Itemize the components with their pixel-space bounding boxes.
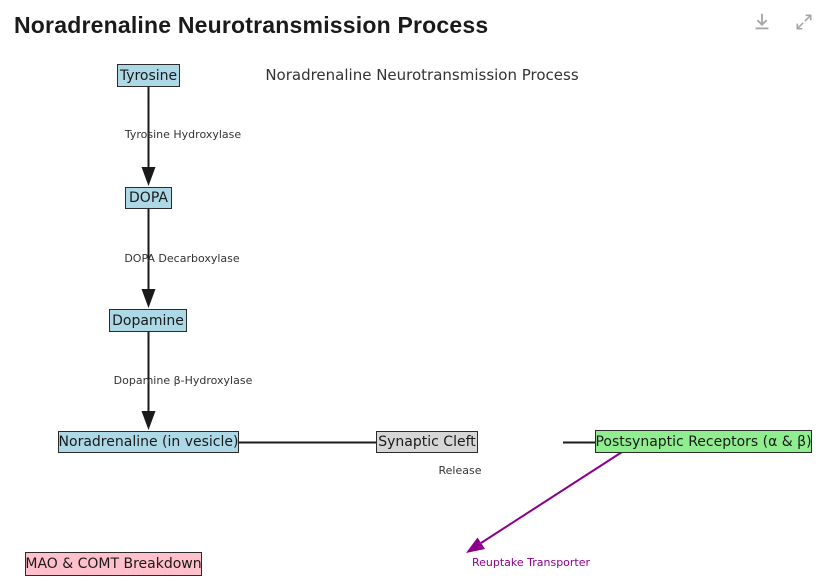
edge-dopa-dopamine (141, 209, 156, 308)
edge-label-dopamine-beta-hydroxylase: Dopamine β-Hydroxylase (113, 374, 253, 387)
edge-dopamine-noradrenaline (141, 332, 156, 430)
header: Noradrenaline Neurotransmission Process (0, 0, 830, 52)
edge-reuptake (466, 451, 623, 553)
toolbar (748, 10, 818, 38)
edge-label-reuptake-transporter: Reuptake Transporter (471, 556, 591, 569)
download-button[interactable] (748, 10, 776, 38)
page-title: Noradrenaline Neurotransmission Process (14, 12, 489, 38)
edge-label-dopa-decarboxylase: DOPA Decarboxylase (124, 252, 240, 265)
diagram-title: Noradrenaline Neurotransmission Process (265, 66, 579, 84)
expand-button[interactable] (790, 10, 818, 38)
edge-label-tyrosine-hydroxylase: Tyrosine Hydroxylase (124, 128, 242, 141)
node-tyrosine[interactable]: Tyrosine (117, 64, 180, 87)
node-dopamine[interactable]: Dopamine (109, 309, 187, 332)
edge-label-release: Release (438, 464, 482, 477)
node-dopa[interactable]: DOPA (125, 187, 172, 209)
node-synaptic-cleft[interactable]: Synaptic Cleft (376, 431, 478, 453)
expand-icon (794, 12, 814, 36)
node-postsynaptic-receptors[interactable]: Postsynaptic Receptors (α & β) (595, 430, 812, 453)
node-noradrenaline[interactable]: Noradrenaline (in vesicle) (58, 431, 239, 453)
edge-tyrosine-dopa (141, 87, 156, 186)
download-icon (751, 11, 773, 37)
node-mao-comt-breakdown[interactable]: MAO & COMT Breakdown (25, 552, 202, 576)
